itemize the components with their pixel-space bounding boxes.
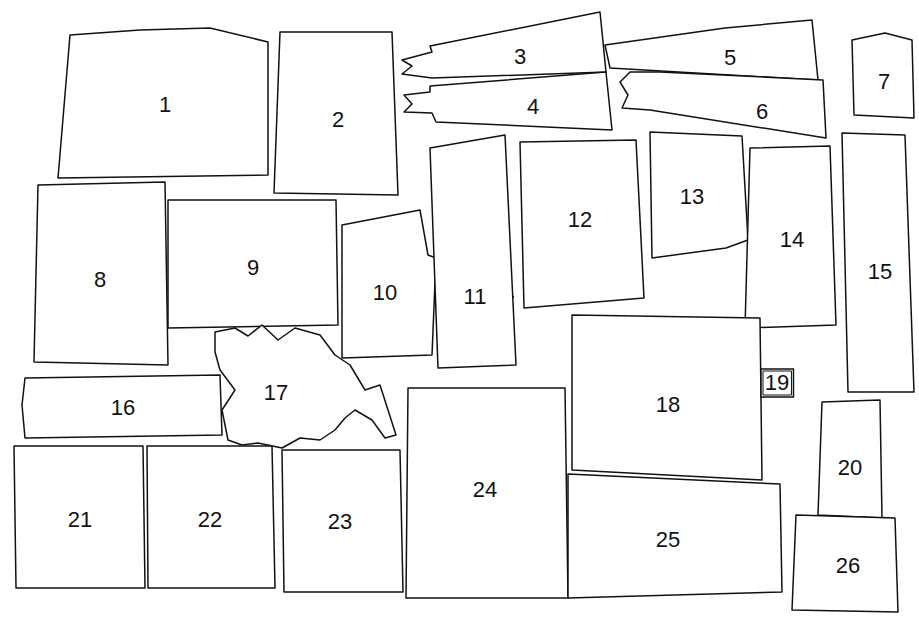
fragment-number: 18 xyxy=(656,394,680,416)
fragment-border xyxy=(763,371,791,395)
fragment-number: 2 xyxy=(332,109,344,131)
fragment-outline xyxy=(430,135,516,368)
fragment: 2 xyxy=(274,32,398,195)
fragment-number: 19 xyxy=(765,372,789,394)
fragment-border xyxy=(34,182,168,365)
fragment-border xyxy=(402,12,606,78)
fragment: 14 xyxy=(745,146,836,328)
fragment: 18 xyxy=(572,315,762,480)
fragment-number: 20 xyxy=(838,457,862,479)
fragment-border xyxy=(761,369,793,397)
fragment: 1 xyxy=(58,28,268,178)
fragment-outline xyxy=(402,12,606,78)
fragment-number: 12 xyxy=(568,209,592,231)
fragment-border xyxy=(147,446,275,588)
fragment-number: 7 xyxy=(878,71,890,93)
fragment-border xyxy=(620,72,826,138)
fragment-number: 3 xyxy=(514,46,526,68)
fragment-number: 4 xyxy=(527,96,539,118)
fragment-border xyxy=(792,515,898,612)
fragment-number: 24 xyxy=(473,479,497,501)
fragment: 11 xyxy=(430,135,516,368)
fragment: 5 xyxy=(605,20,818,80)
fragment-border xyxy=(274,32,398,195)
fragment: 23 xyxy=(282,450,403,592)
fragment: 10 xyxy=(342,210,436,358)
fragment: 20 xyxy=(818,400,882,518)
fragment-border xyxy=(14,446,145,588)
fragment-border xyxy=(168,200,338,328)
fragment: 25 xyxy=(568,474,782,598)
fragment-number: 5 xyxy=(724,47,736,69)
fragment-number: 26 xyxy=(836,555,860,577)
fragment-number: 22 xyxy=(198,509,222,531)
fragment-border xyxy=(406,388,568,598)
fragment-border xyxy=(404,72,612,130)
fragment-number: 21 xyxy=(68,509,92,531)
fragment: 15 xyxy=(842,133,914,392)
fragment: 21 xyxy=(14,446,145,588)
fragment-outline xyxy=(620,72,826,138)
fragment-number: 6 xyxy=(756,101,768,123)
fragment: 7 xyxy=(852,33,914,118)
fragment: 12 xyxy=(520,140,644,308)
fragment-border xyxy=(818,400,882,518)
fragment: 13 xyxy=(650,132,748,258)
fragment-border xyxy=(282,450,403,592)
fragment: 9 xyxy=(168,200,338,328)
fragment-number: 10 xyxy=(373,282,397,304)
fragment: 22 xyxy=(147,446,275,588)
fragment-number: 16 xyxy=(111,397,135,419)
fragment-number: 23 xyxy=(328,511,352,533)
fragment-border xyxy=(58,28,268,178)
fragment: 24 xyxy=(406,388,568,598)
fragment-border xyxy=(572,315,762,480)
fragment-border xyxy=(430,135,516,368)
fragment-border xyxy=(745,146,836,328)
fragment: 16 xyxy=(22,375,222,438)
fragment-border xyxy=(650,132,748,258)
fragment: 4 xyxy=(404,72,612,130)
fragment-number: 13 xyxy=(680,186,704,208)
fragment-border xyxy=(842,133,914,392)
fragment-number: 9 xyxy=(247,257,259,279)
fragment: 6 xyxy=(620,72,826,138)
fragment-border xyxy=(568,474,782,598)
fragment: 17 xyxy=(215,325,396,448)
fragment-number: 15 xyxy=(868,261,892,283)
fragment-border xyxy=(520,140,644,308)
fragment: 26 xyxy=(792,515,898,612)
fragment-border xyxy=(605,20,818,80)
fragment-number: 14 xyxy=(780,229,804,251)
fragment-border xyxy=(215,325,396,448)
fragment-number: 1 xyxy=(159,94,171,116)
fragment: 19 xyxy=(761,369,793,397)
fragment-outline xyxy=(215,325,396,448)
fragment-border xyxy=(852,33,914,118)
fragment-border xyxy=(22,375,222,438)
fragment-number: 25 xyxy=(656,529,680,551)
fragment-number: 8 xyxy=(94,269,106,291)
fragment: 8 xyxy=(34,182,168,365)
fragment-number: 11 xyxy=(464,286,487,308)
fragment-number: 17 xyxy=(264,382,288,404)
fragment-outline xyxy=(404,72,612,130)
fragment: 3 xyxy=(402,12,606,78)
fragment-outline xyxy=(605,20,818,80)
fragment-border xyxy=(342,210,436,358)
